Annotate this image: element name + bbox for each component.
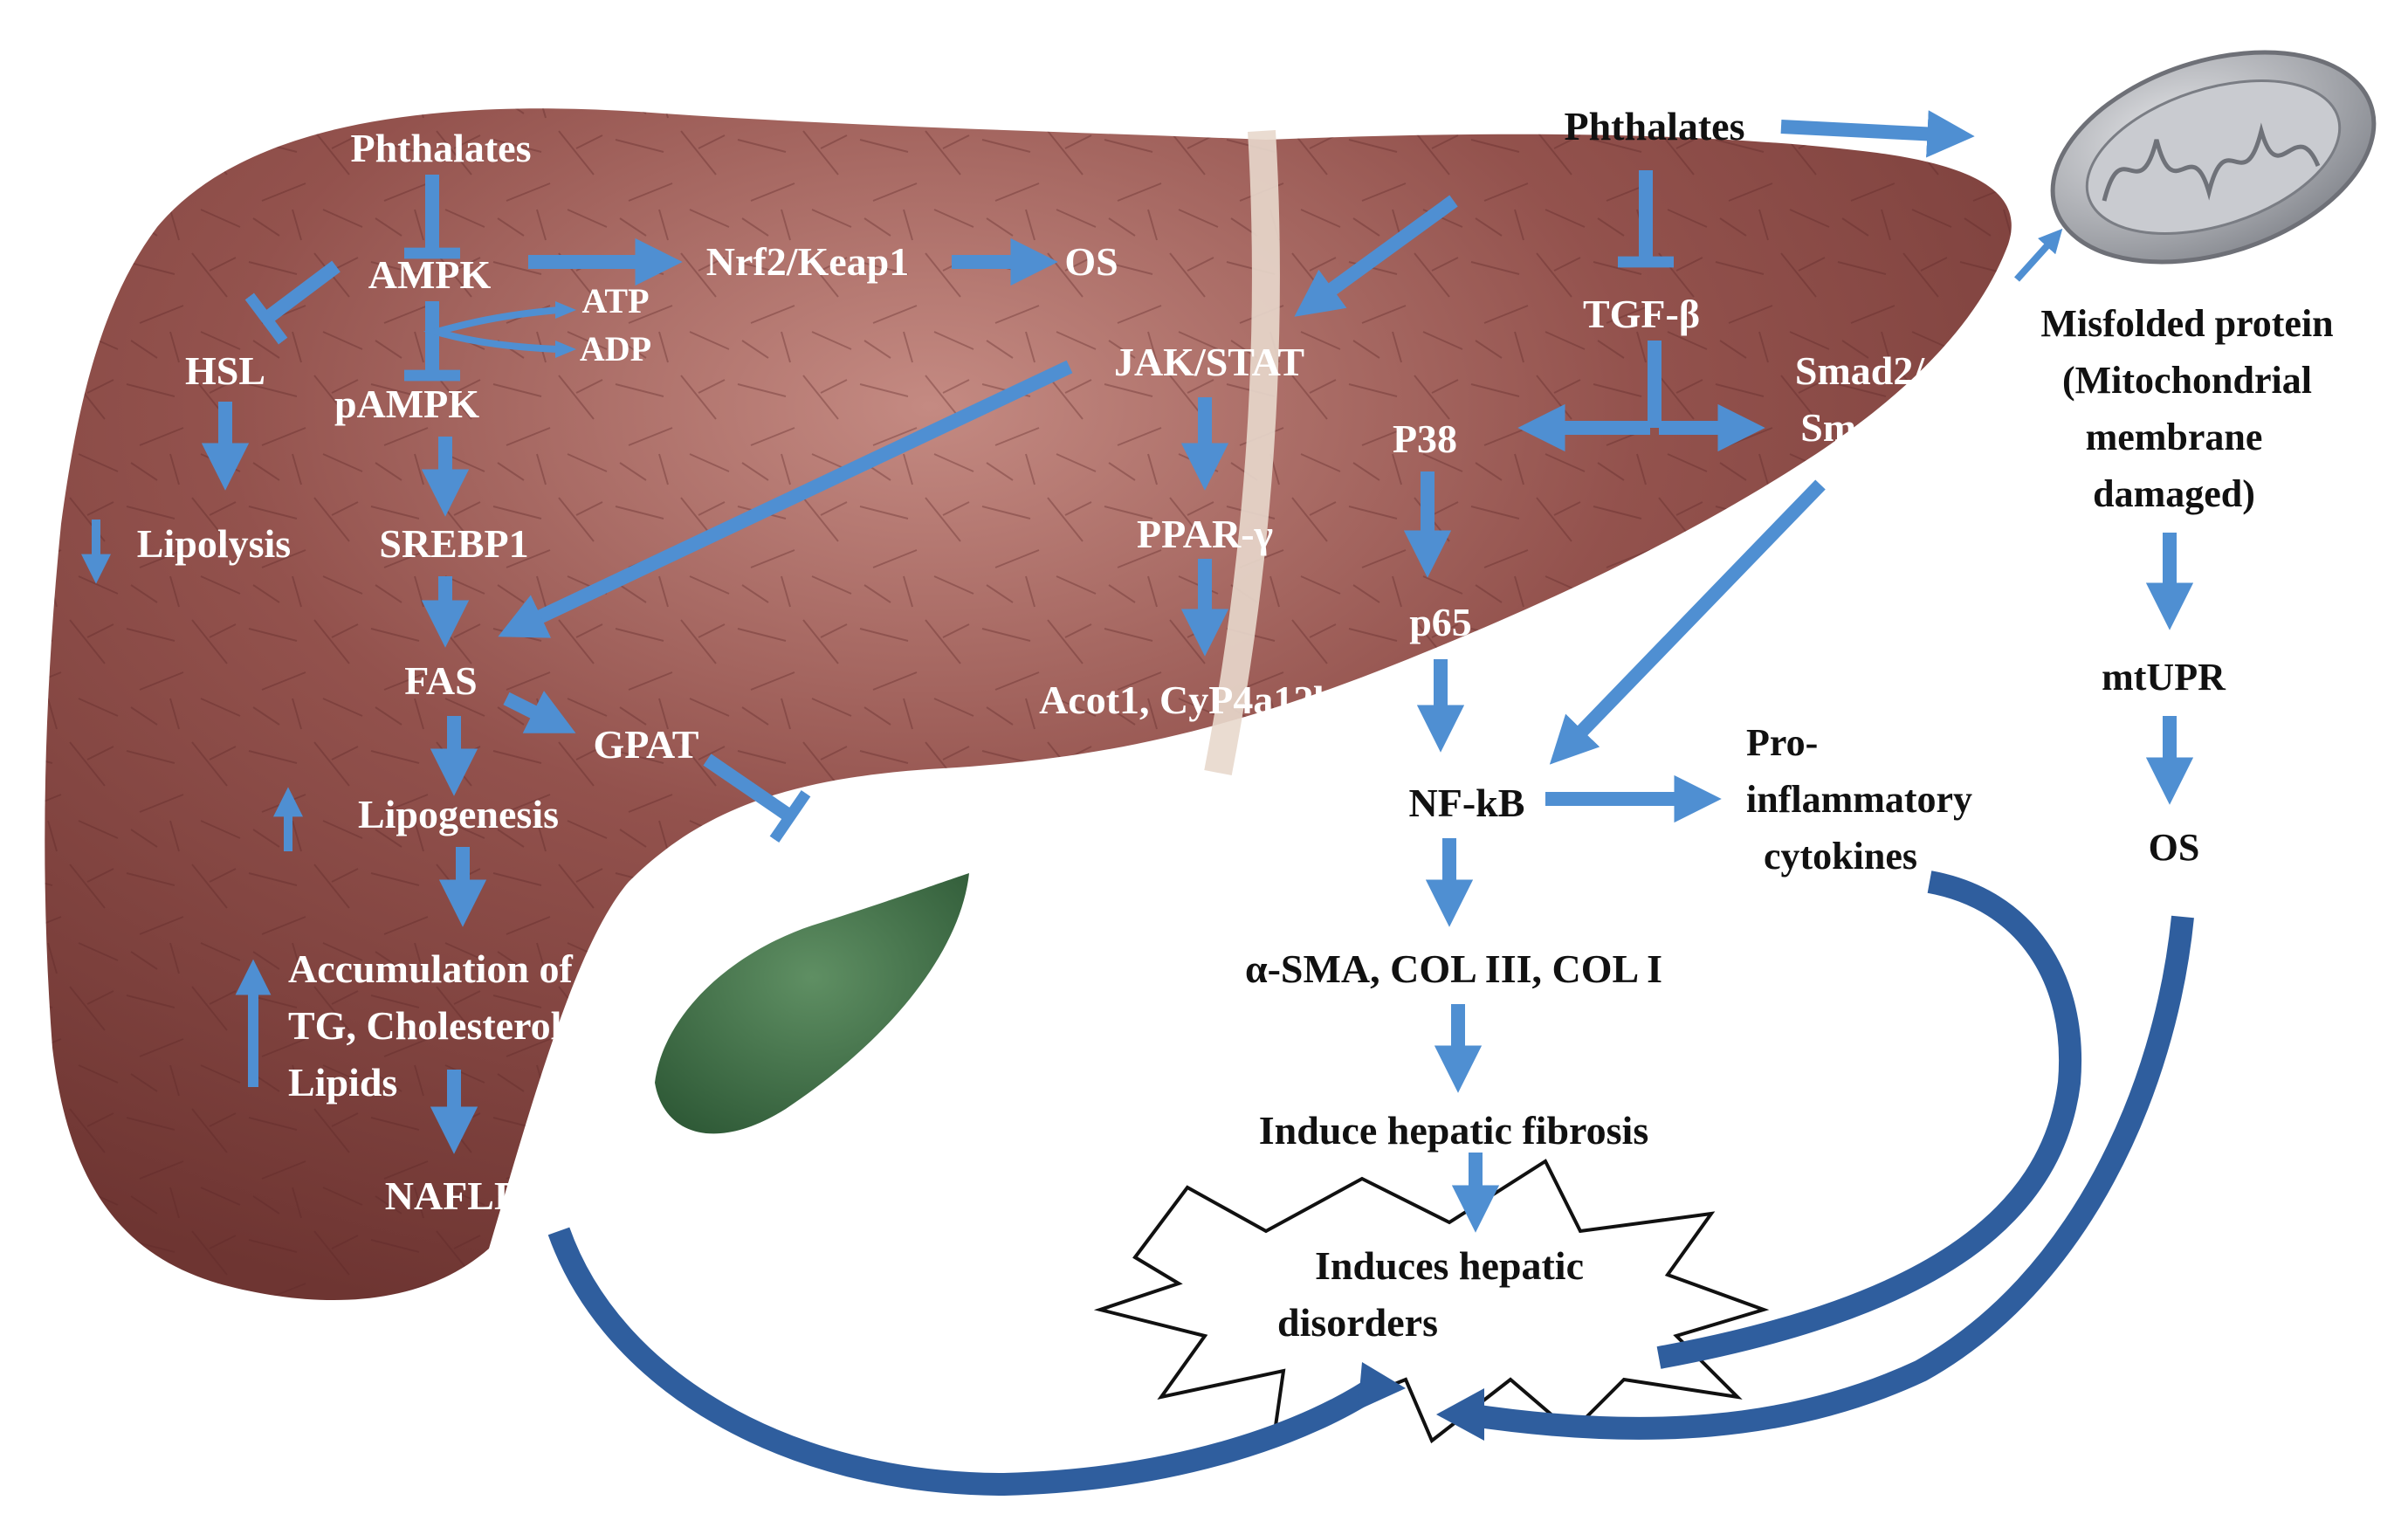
label-misfolded-4: damaged) (2093, 472, 2255, 515)
label-pro-2: inflammatory (1746, 778, 1972, 821)
label-atp: ATP (581, 281, 649, 320)
arrow-jak-fas (498, 360, 1073, 638)
gallbladder-illustration (655, 873, 969, 1134)
label-os-top: OS (1064, 239, 1118, 284)
label-srebp1: SREBP1 (379, 521, 528, 566)
label-misfolded-1: Misfolded protein (2040, 302, 2333, 345)
arrow-gpat-beta (703, 754, 811, 843)
mitochondrion-icon (2050, 50, 2377, 265)
arrow-misfolded-mito (2014, 228, 2063, 282)
label-nrf2: Nrf2/Keap1 (706, 239, 910, 284)
arrow-phthalates-jak (1294, 195, 1458, 317)
label-sma: α-SMA, COL III, COL I (1245, 946, 1662, 991)
label-mtupr: mtUPR (2102, 656, 2226, 699)
label-lipolysis: Lipolysis (137, 521, 291, 566)
starburst-shape (1093, 1159, 1770, 1444)
label-phthalates-left: Phthalates (351, 126, 532, 170)
label-accumulation-1: Accumulation of (288, 946, 574, 991)
curve-arrow-cytokines (1656, 871, 2081, 1369)
label-pampk: pAMPK (334, 382, 479, 426)
label-smad-2: Smad3 (1800, 405, 1918, 450)
label-misfolded-2: (Mitochondrial (2062, 359, 2312, 402)
label-phthalates-right: Phthalates (1565, 104, 1745, 148)
label-disorders-2: disorders (1277, 1300, 1438, 1345)
label-accumulation-2: TG, Cholesterol, (288, 1003, 572, 1048)
label-disorders-1: Induces hepatic (1315, 1243, 1584, 1288)
label-jak-stat: JAK/STAT (1114, 340, 1304, 384)
label-os-right: OS (2149, 826, 2200, 869)
label-pro-3: cytokines (1764, 835, 1917, 877)
label-fibrosis: Induce hepatic fibrosis (1259, 1108, 1648, 1153)
label-pro-1: Pro- (1746, 721, 1818, 764)
label-ampk: AMPK (368, 252, 492, 297)
label-beta-oxidation: β-oxidation (836, 785, 1032, 829)
label-tgf: TGF-β (1583, 292, 1700, 336)
label-misfolded-3: membrane (2086, 416, 2263, 458)
label-gpat: GPAT (594, 722, 699, 767)
label-adp: ADP (580, 329, 651, 368)
curve-arrow-nafld (547, 1227, 1386, 1497)
label-ppar: PPAR-γ (1137, 512, 1273, 556)
ligament-band (1204, 130, 1280, 776)
arrow-phthalates-mito (1780, 110, 1975, 158)
label-accumulation-3: Lipids (288, 1060, 397, 1105)
arrow-smad-nfkb (1549, 479, 1826, 765)
arrow-atp-adp (423, 306, 560, 353)
label-hsl: HSL (185, 348, 265, 393)
label-lipogenesis: Lipogenesis (358, 792, 559, 836)
label-fas: FAS (404, 658, 478, 703)
curve-arrow-os (1465, 915, 2194, 1440)
label-p65: p65 (1409, 600, 1472, 644)
label-p38: P38 (1393, 416, 1457, 461)
pathway-arrows (80, 110, 2194, 1233)
arrow-ampk-hsl (244, 260, 341, 345)
label-nafld: NAFLD (385, 1173, 523, 1218)
arrow-fas-gpat (503, 691, 576, 733)
label-nfkb: NF-kB (1409, 781, 1525, 825)
label-smad-1: Smad2/ (1795, 348, 1925, 393)
label-acot: Acot1, CyP4a12b (1039, 678, 1336, 722)
